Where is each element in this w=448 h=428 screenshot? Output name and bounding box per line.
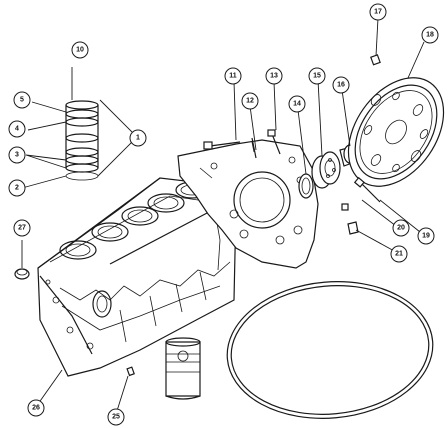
flywheel-housing: [177, 139, 319, 269]
callout-12-label: 12: [246, 98, 254, 105]
callout-17-label: 17: [374, 9, 382, 16]
callout-4-label: 4: [15, 126, 19, 133]
callout-10: 10: [71, 41, 89, 59]
callout-21-label: 21: [395, 251, 403, 258]
callout-18-label: 18: [426, 32, 434, 39]
callout-5: 5: [13, 91, 31, 109]
callout-25-label: 25: [112, 414, 120, 421]
callout-20-label: 20: [397, 225, 405, 232]
callout-3-label: 3: [15, 152, 19, 159]
callout-14: 14: [288, 95, 306, 113]
callout-19: 19: [417, 227, 435, 245]
callout-27: 27: [13, 219, 31, 237]
callout-3: 3: [8, 146, 26, 164]
callout-16: 16: [332, 76, 350, 94]
callout-5-label: 5: [20, 97, 24, 104]
callout-19-label: 19: [422, 233, 430, 240]
callout-14-label: 14: [293, 101, 301, 108]
callout-2-label: 2: [15, 185, 19, 192]
callout-25: 25: [107, 408, 125, 426]
callout-2: 2: [8, 179, 26, 197]
callout-20: 20: [392, 219, 410, 237]
small-parts: [14, 54, 381, 377]
callout-21: 21: [390, 245, 408, 263]
callout-15-label: 15: [313, 73, 321, 80]
callout-10-label: 10: [76, 47, 84, 54]
piston: [165, 337, 201, 400]
oring-gasket: [226, 281, 434, 419]
callout-12: 12: [241, 92, 259, 110]
callout-11-label: 11: [229, 73, 237, 80]
callout-26: 26: [27, 399, 45, 417]
callout-4: 4: [8, 120, 26, 138]
callout-26-label: 26: [32, 405, 40, 412]
adapter-plate: [311, 151, 341, 189]
leader-lines: [21, 17, 425, 415]
callout-16-label: 16: [337, 82, 345, 89]
rear-seal: [298, 173, 314, 199]
callout-1-label: 1: [136, 135, 140, 142]
callout-27-label: 27: [18, 225, 26, 232]
cylinder-liner: [65, 67, 99, 181]
housing-bolts: [203, 129, 281, 159]
callout-18: 18: [421, 26, 439, 44]
callout-17: 17: [369, 3, 387, 21]
callout-13: 13: [265, 67, 283, 85]
callout-1: 1: [129, 129, 147, 147]
callout-13-label: 13: [270, 73, 278, 80]
callout-15: 15: [308, 67, 326, 85]
callout-11: 11: [224, 67, 242, 85]
